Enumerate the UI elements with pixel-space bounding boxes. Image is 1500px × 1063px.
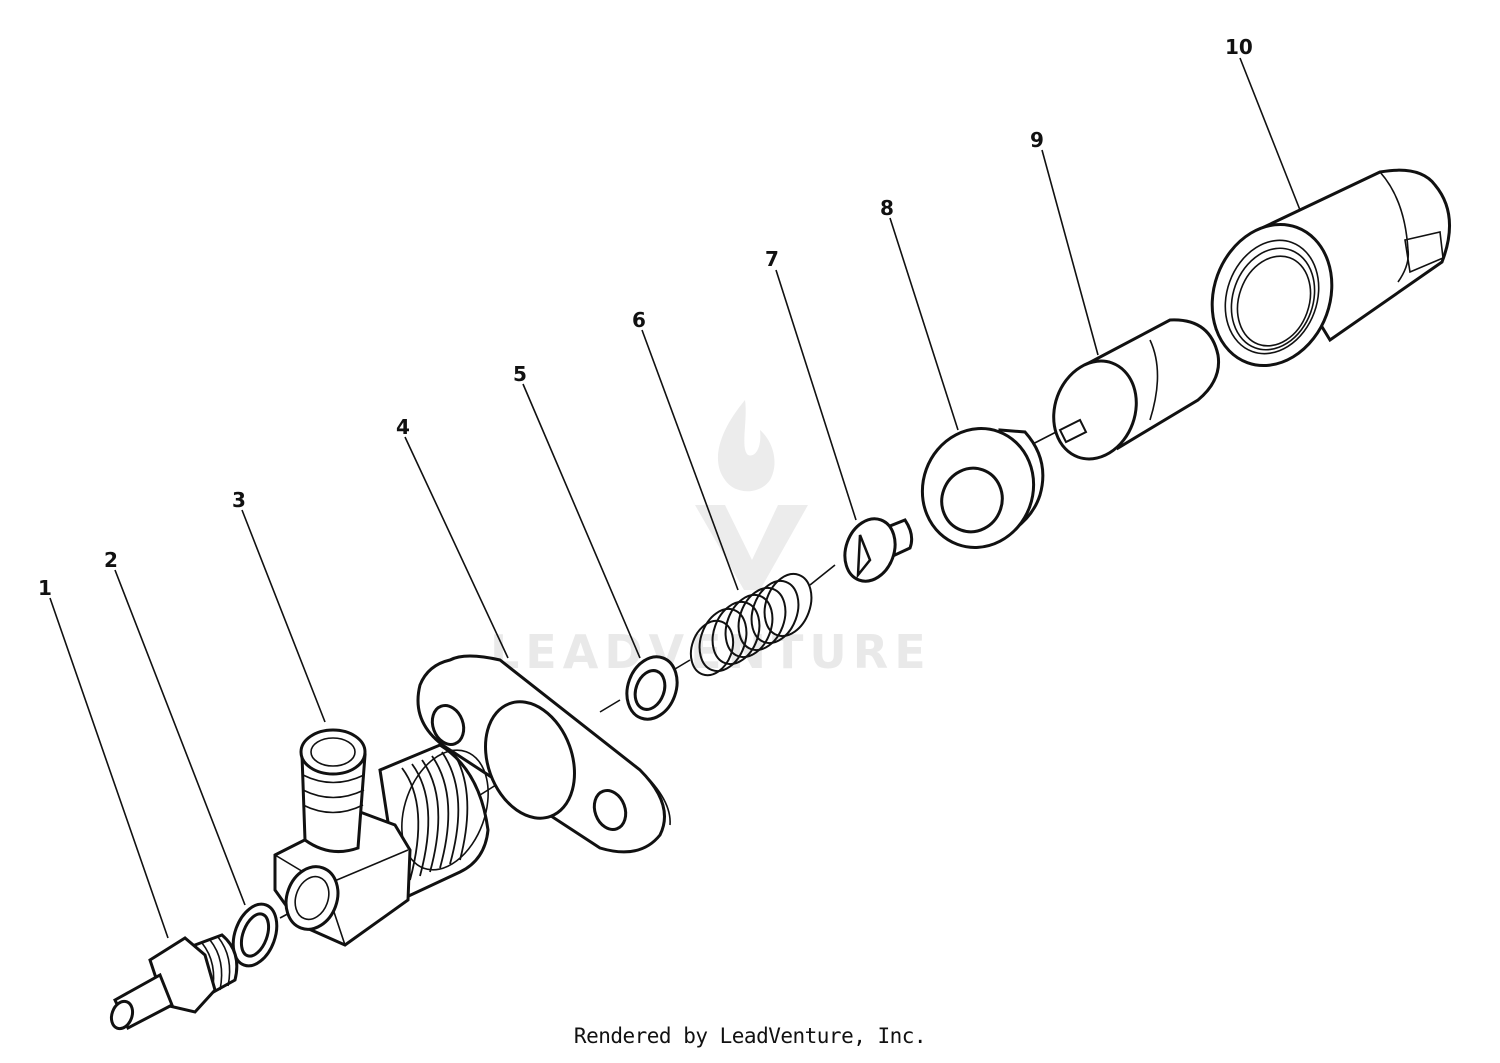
part-9-plunger [1052,318,1221,461]
part-6-spring [689,573,813,677]
callout-numbers: 1 2 3 4 5 6 7 8 9 10 [38,35,1253,600]
callout-8: 8 [880,196,894,220]
callout-9: 9 [1030,128,1044,152]
watermark-text: LEADVENTURE [490,625,932,679]
watermark: LEADVENTURE [490,400,932,679]
part-10-housing [1210,168,1452,368]
callout-6: 6 [632,308,646,332]
part-8-bushing [920,427,1045,549]
callout-4: 4 [396,415,410,439]
watermark-flame-icon [717,400,775,492]
watermark-v-icon [695,505,808,590]
part-2-washer [231,902,279,968]
part-4-flange [416,654,671,854]
callout-5: 5 [513,362,527,386]
footer-credit: Rendered by LeadVenture, Inc. [573,1024,927,1048]
part-5-washer [625,655,679,721]
callout-2: 2 [104,548,118,572]
part-3-elbow [273,728,490,947]
callout-7: 7 [765,247,779,271]
leader-lines [49,57,1301,939]
callout-1: 1 [38,576,52,600]
part-7-needle [843,517,914,583]
callout-3: 3 [232,488,246,512]
callout-10: 10 [1225,35,1253,59]
part-1-fitting [109,933,239,1031]
